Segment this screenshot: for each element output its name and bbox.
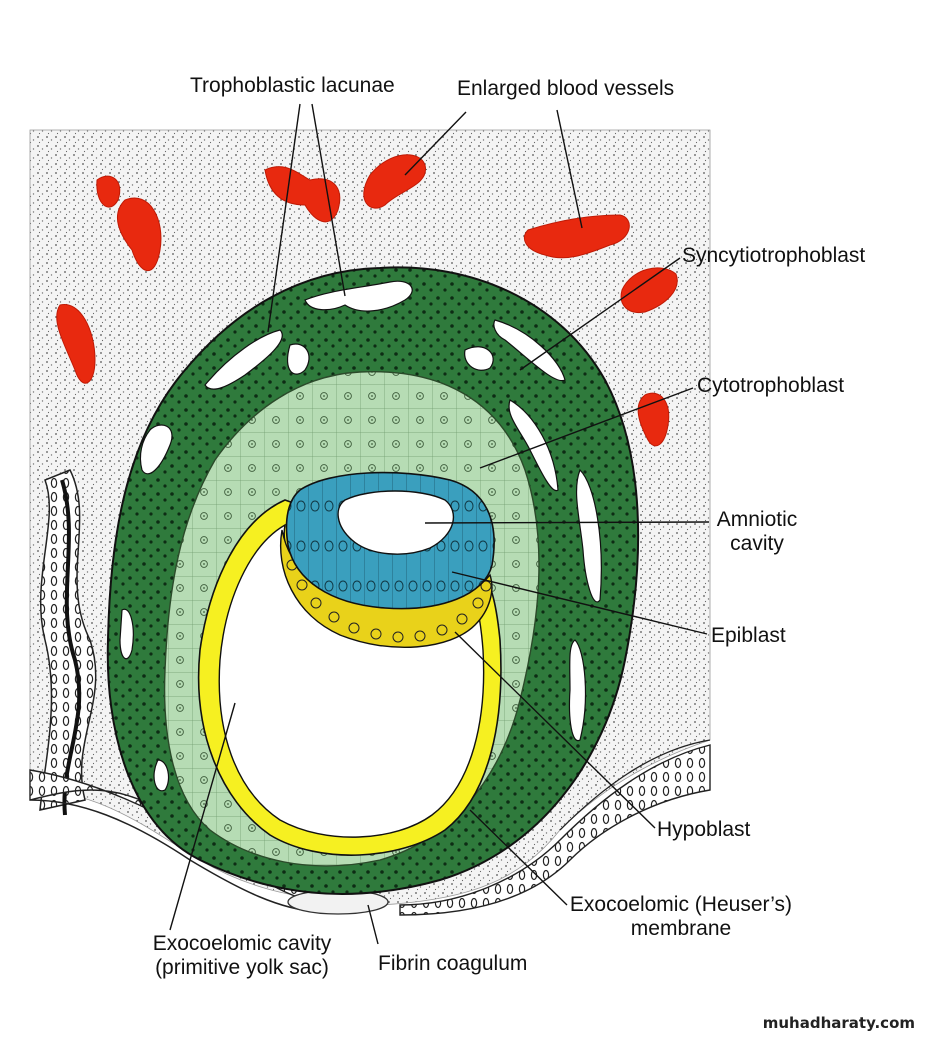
leader-lines xyxy=(169,103,710,945)
label-exocoelomic-cavity-line2: (primitive yolk sac) xyxy=(155,956,329,979)
label-syncytiotrophoblast: Syncytiotrophoblast xyxy=(682,244,866,267)
label-amniotic-cavity-line2: cavity xyxy=(730,532,784,555)
label-epiblast: Epiblast xyxy=(711,624,786,647)
label-exocoelomic-cavity: Exocoelomic cavity (primitive yolk sac) xyxy=(147,932,337,980)
label-fibrin-coagulum: Fibrin coagulum xyxy=(378,952,528,975)
label-amniotic-cavity: Amniotic cavity xyxy=(711,508,803,556)
trophoblastic-lacunae xyxy=(119,280,602,792)
surface-epithelium-right xyxy=(399,744,711,916)
label-exocoelomic-cavity-line1: Exocoelomic cavity xyxy=(152,932,332,955)
label-amniotic-cavity-line1: Amniotic xyxy=(716,508,798,531)
amniotic-cavity xyxy=(337,490,455,555)
watermark: muhadharaty.com xyxy=(762,1014,915,1032)
label-cytotrophoblast: Cytotrophoblast xyxy=(697,374,845,397)
label-exocoelomic-membrane-line1: Exocoelomic (Heuser’s) xyxy=(569,893,793,916)
label-exocoelomic-membrane: Exocoelomic (Heuser’s) membrane xyxy=(568,893,794,941)
label-exocoelomic-membrane-line2: membrane xyxy=(630,917,732,940)
blood-vessels xyxy=(56,154,678,447)
label-enlarged-blood-vessels: Enlarged blood vessels xyxy=(457,77,675,100)
uterine-gland xyxy=(39,469,97,811)
label-trophoblastic-lacunae: Trophoblastic lacunae xyxy=(190,74,395,97)
label-hypoblast: Hypoblast xyxy=(657,818,751,841)
